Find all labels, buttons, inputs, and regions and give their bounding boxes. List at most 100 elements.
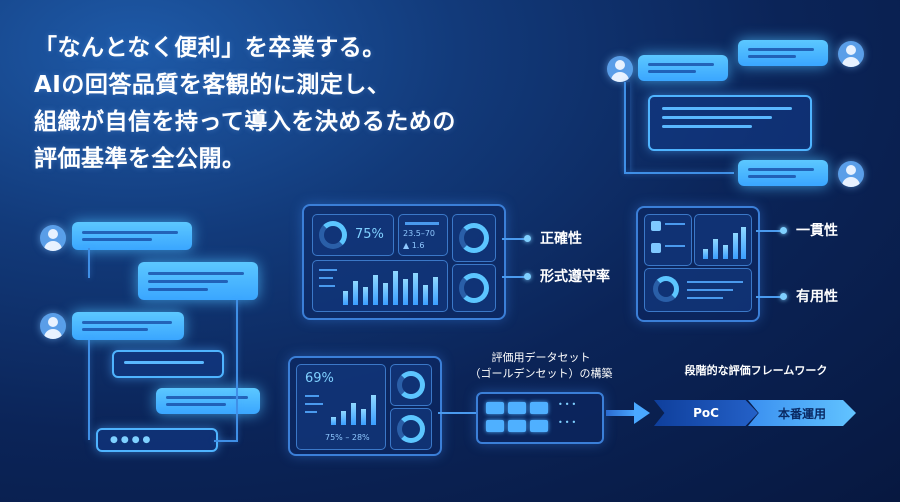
chat-bubble <box>638 55 728 81</box>
donut-chart <box>319 221 347 249</box>
connector-line <box>88 248 90 278</box>
dataset-cell <box>508 420 526 432</box>
dataset-cell <box>486 402 504 414</box>
bar <box>331 417 336 425</box>
bar-chart <box>701 225 747 259</box>
headline-line-4: 評価基準を全公開。 <box>34 146 246 172</box>
bar <box>713 239 718 259</box>
gauge-card <box>452 264 496 312</box>
dataset-cell <box>530 420 548 432</box>
kpi-card: 75% <box>312 214 394 256</box>
bar <box>361 409 366 425</box>
bar <box>363 287 368 305</box>
headline-line-1: 「なんとなく便利」を卒業する。 <box>34 35 386 61</box>
metric-consistency: 一貫性 <box>796 223 838 239</box>
bar <box>343 291 348 305</box>
kpi-delta: ▲ 1.6 <box>403 241 425 250</box>
bar-chart-card <box>694 214 752 266</box>
dashboard-panel-2 <box>636 206 760 322</box>
chat-bubble <box>738 160 828 186</box>
kpi-card: 23.5–70 ▲ 1.6 <box>398 214 448 256</box>
dashboard-panel-1: 75% 23.5–70 ▲ 1.6 <box>302 204 506 320</box>
dataset-grid-panel: ••• ••• <box>476 392 604 444</box>
pointer-line <box>502 238 526 240</box>
chat-bubble-outline <box>648 95 812 151</box>
gauge-ring <box>397 371 425 399</box>
bar-chart-card <box>312 260 448 312</box>
framework-step-poc: PoC <box>654 400 758 426</box>
user-list-card <box>644 214 692 266</box>
chat-input-bubble: ●●●● <box>96 428 218 452</box>
dataset-cell <box>486 420 504 432</box>
bar <box>403 279 408 305</box>
connector-line <box>624 172 734 174</box>
pointer-dot <box>780 227 787 234</box>
bar <box>351 403 356 425</box>
metric-usefulness: 有用性 <box>796 289 838 305</box>
dashboard-panel-3: 69% 75% – 28% <box>288 356 442 456</box>
pointer-dot <box>524 235 531 242</box>
chat-bubble <box>138 262 258 300</box>
bar <box>723 245 728 259</box>
ai-avatar-icon <box>838 161 864 187</box>
headline-line-3: 組織が自信を持って導入を決めるための <box>34 109 456 135</box>
bar <box>733 233 738 259</box>
gauge-card <box>390 408 432 450</box>
bar <box>371 395 376 425</box>
gauge-ring <box>459 223 489 253</box>
bar <box>413 273 418 305</box>
bar <box>433 277 438 305</box>
bar <box>423 285 428 305</box>
chat-bubble-outline <box>112 350 224 378</box>
user-avatar-icon <box>40 225 66 251</box>
bar <box>373 275 378 305</box>
metric-format-compliance: 形式遵守率 <box>540 269 610 285</box>
chat-bubble <box>738 40 828 66</box>
bar <box>341 411 346 425</box>
connector-line <box>214 440 238 442</box>
dataset-cell <box>530 402 548 414</box>
pointer-line <box>756 296 782 298</box>
bar <box>383 283 388 305</box>
metric-accuracy: 正確性 <box>540 231 582 247</box>
headline: 「なんとなく便利」を卒業する。 AIの回答品質を客観的に測定し、 組織が自信を持… <box>34 30 574 178</box>
arrow-right-icon <box>606 402 650 424</box>
gauge-ring <box>459 273 489 303</box>
gauge-card <box>452 214 496 262</box>
kpi-percent: 75% <box>355 227 384 242</box>
chat-bubble <box>156 388 260 414</box>
pointer-line <box>502 276 526 278</box>
headline-line-2: AIの回答品質を客観的に測定し、 <box>34 72 391 98</box>
chat-bubble <box>72 222 192 250</box>
bar <box>703 249 708 259</box>
connector-line <box>236 300 238 440</box>
gauge-card <box>390 364 432 406</box>
user-avatar-icon <box>40 313 66 339</box>
bar <box>741 227 746 259</box>
donut-chart <box>653 276 679 302</box>
kpi-range: 75% – 28% <box>325 433 370 442</box>
connector-line <box>438 412 476 414</box>
dataset-title-line-1: 評価用データセット <box>491 351 591 364</box>
framework-title: 段階的な評価フレームワーク <box>684 364 828 377</box>
kpi-percent: 69% <box>305 371 334 386</box>
kpi-range: 23.5–70 <box>403 229 435 238</box>
bar <box>353 281 358 305</box>
gauge-ring <box>397 415 425 443</box>
pointer-dot <box>780 293 787 300</box>
framework-step-production: 本番運用 <box>748 400 856 426</box>
ai-avatar-icon <box>838 41 864 67</box>
summary-card <box>644 268 752 312</box>
chat-bubble <box>72 312 184 340</box>
user-avatar-icon <box>607 56 633 82</box>
dataset-title: 評価用データセット （ゴールデンセット）の構築 <box>456 350 626 382</box>
dataset-cell <box>508 402 526 414</box>
dataset-title-line-2: （ゴールデンセット）の構築 <box>469 367 613 380</box>
bar-chart <box>329 393 379 425</box>
connector-line <box>88 340 90 440</box>
pointer-line <box>756 230 782 232</box>
bar-chart <box>341 269 441 305</box>
bar <box>393 271 398 305</box>
connector-line <box>624 82 630 172</box>
bar-chart-card: 69% 75% – 28% <box>296 364 386 450</box>
